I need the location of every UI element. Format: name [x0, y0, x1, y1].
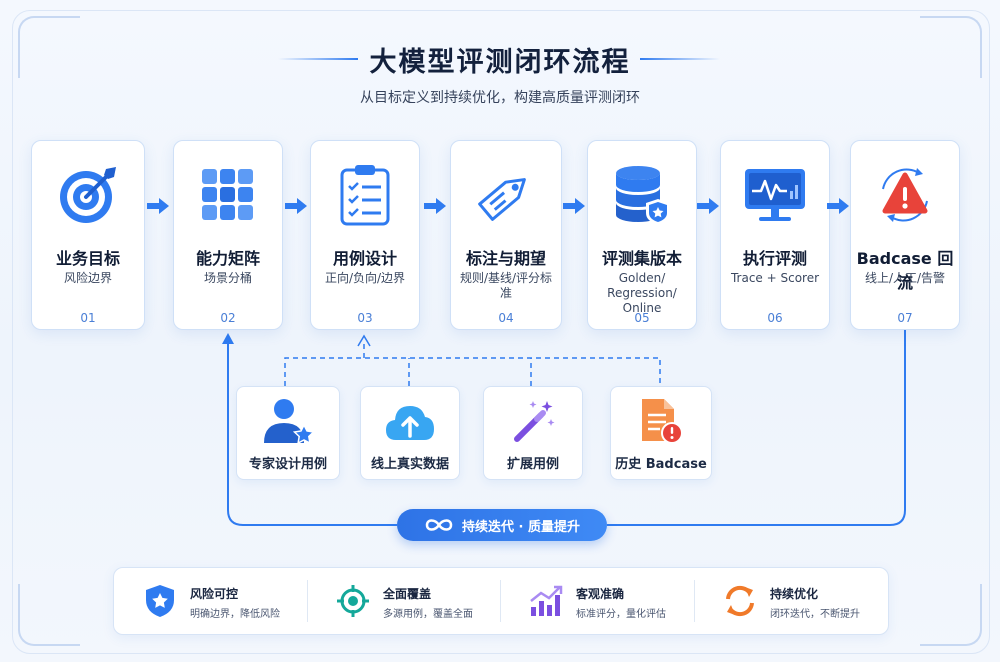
tag-icon [451, 159, 561, 231]
step-name: 标注与期望 [465, 249, 546, 268]
frame-corner-decoration [18, 584, 80, 646]
step-name: 评测集版本 [601, 249, 682, 268]
step-card-case-design: 用例设计 正向/负向/边界 03 [310, 140, 420, 330]
continuous-iteration-badge: 持续迭代 · 质量提升 [397, 509, 607, 541]
step-desc: 规则/基线/评分标准 [459, 271, 553, 300]
frame-corner-decoration [920, 584, 982, 646]
infinity-icon [425, 519, 453, 531]
step-desc: Trace + Scorer [730, 271, 820, 285]
step-number: 04 [498, 311, 514, 325]
feature-objective-accuracy: 客观准确 标准评分，量化评估 [500, 568, 693, 634]
source-label: 扩展用例 [506, 457, 559, 472]
step-card-annotation: 标注与期望 规则/基线/评分标准 04 [450, 140, 562, 330]
step-number: 02 [220, 311, 236, 325]
trend-chart-icon [528, 583, 564, 619]
source-label: 历史 Badcase [615, 457, 707, 472]
source-card-online-data: 线上真实数据 [360, 386, 460, 480]
feature-continuous-optimization: 持续优化 闭环迭代，不断提升 [694, 568, 887, 634]
divider [307, 580, 308, 622]
title-decoration-right [640, 58, 720, 60]
feature-title: 风险可控 [190, 587, 239, 601]
checklist-icon [311, 159, 419, 231]
step-desc: Golden/ Regression/ Online [607, 271, 677, 315]
shield-star-icon [142, 583, 178, 619]
flow-arrow-icon [424, 198, 446, 214]
frame-corner-decoration [18, 16, 80, 78]
feature-title: 客观准确 [576, 587, 625, 601]
source-card-expanded: 扩展用例 [483, 386, 583, 480]
step-name: 能力矩阵 [195, 249, 260, 268]
feature-desc: 标准评分，量化评估 [576, 609, 666, 620]
step-name: 用例设计 [332, 249, 397, 268]
frame-corner-decoration [920, 16, 982, 78]
page-subtitle: 从目标定义到持续优化，构建高质量评测闭环 [360, 90, 640, 106]
step-name: Badcase 回流 [856, 249, 954, 292]
expert-user-icon [237, 397, 339, 445]
step-number: 01 [80, 311, 96, 325]
step-desc: 场景分桶 [203, 271, 252, 285]
flow-arrow-icon [563, 198, 585, 214]
source-label: 专家设计用例 [248, 457, 327, 472]
step-number: 05 [634, 311, 650, 325]
page-title: 大模型评测闭环流程 [369, 47, 631, 78]
feature-title: 全面覆盖 [383, 587, 432, 601]
title-decoration-left [278, 58, 358, 60]
flow-arrow-icon [285, 198, 307, 214]
flow-arrow-icon [827, 198, 849, 214]
alert-cycle-icon [851, 159, 959, 231]
feature-desc: 明确边界，降低风险 [190, 609, 280, 620]
loop-label: 持续迭代 · 质量提升 [462, 519, 580, 535]
source-card-expert: 专家设计用例 [236, 386, 340, 480]
step-name: 执行评测 [742, 249, 807, 268]
feature-bar: 风险可控 明确边界，降低风险 全面覆盖 多源用例，覆盖全面 [113, 567, 889, 635]
feature-desc: 闭环迭代，不断提升 [770, 609, 860, 620]
step-card-badcase-feedback: Badcase 回流 线上/人工/告警 07 [850, 140, 960, 330]
step-desc: 正向/负向/边界 [324, 271, 406, 285]
step-desc: 线上/人工/告警 [864, 271, 946, 285]
document-alert-icon [611, 397, 711, 445]
feature-title: 持续优化 [770, 587, 819, 601]
grid-icon [174, 159, 282, 231]
step-card-execute: 执行评测 Trace + Scorer 06 [720, 140, 830, 330]
source-label: 线上真实数据 [370, 457, 449, 472]
step-desc: 风险边界 [63, 271, 112, 285]
feature-full-coverage: 全面覆盖 多源用例，覆盖全面 [307, 568, 500, 634]
step-name: 业务目标 [55, 249, 120, 268]
crosshair-icon [335, 583, 371, 619]
feature-risk-control: 风险可控 明确边界，降低风险 [114, 568, 307, 634]
refresh-icon [722, 583, 758, 619]
divider [694, 580, 695, 622]
source-card-history-badcase: 历史 Badcase [610, 386, 712, 480]
step-number: 06 [767, 311, 783, 325]
magic-wand-icon [484, 397, 582, 445]
step-card-business-goal: 业务目标 风险边界 01 [31, 140, 145, 330]
flow-arrow-icon [697, 198, 719, 214]
step-number: 07 [897, 311, 913, 325]
flow-arrow-icon [147, 198, 169, 214]
step-card-dataset-version: 评测集版本 Golden/ Regression/ Online 05 [587, 140, 697, 330]
step-card-capability-matrix: 能力矩阵 场景分桶 02 [173, 140, 283, 330]
cloud-upload-icon [361, 397, 459, 445]
outer-frame [12, 10, 990, 654]
step-number: 03 [357, 311, 373, 325]
monitor-chart-icon [721, 159, 829, 231]
divider [500, 580, 501, 622]
feature-desc: 多源用例，覆盖全面 [383, 609, 473, 620]
target-icon [32, 159, 144, 231]
database-shield-icon [588, 159, 696, 231]
